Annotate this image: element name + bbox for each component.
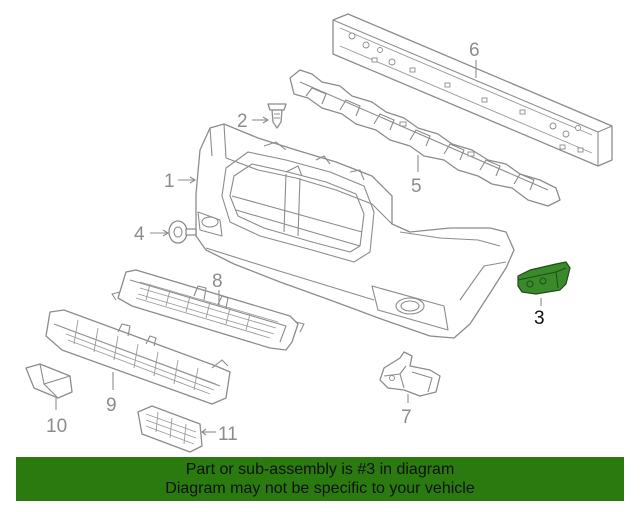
part-4-clip [168, 220, 197, 244]
part-7-bracket [379, 351, 441, 397]
callout-11: 11 [218, 424, 238, 445]
part-6-reinforcement-beam [332, 13, 613, 167]
callout-1: 1 [164, 171, 175, 192]
callout-3: 3 [534, 308, 545, 329]
part-11-fog-bezel [137, 405, 203, 453]
callout-4: 4 [134, 224, 145, 245]
part-9-lower-grille [45, 309, 231, 405]
callout-8: 8 [212, 271, 223, 292]
part-10-trim-cover [25, 363, 73, 399]
callout-5: 5 [411, 176, 422, 197]
callout-6: 6 [469, 40, 480, 61]
part-1-bumper-fascia [195, 123, 515, 339]
callout-9: 9 [106, 395, 117, 416]
part-5-energy-absorber [289, 69, 561, 207]
info-banner: Part or sub-assembly is #3 in diagram Di… [16, 457, 624, 501]
callout-7: 7 [401, 407, 412, 428]
part-8-upper-grille [111, 269, 305, 351]
part-3-bracket-highlighted [517, 261, 571, 295]
callout-2: 2 [237, 111, 248, 132]
banner-line-2: Diagram may not be specific to your vehi… [165, 480, 475, 497]
banner-line-1: Part or sub-assembly is #3 in diagram [185, 461, 455, 478]
parts-diagram: 6 5 2 [25, 13, 613, 453]
part-2-push-pin [267, 103, 287, 129]
callout-10: 10 [46, 416, 67, 437]
